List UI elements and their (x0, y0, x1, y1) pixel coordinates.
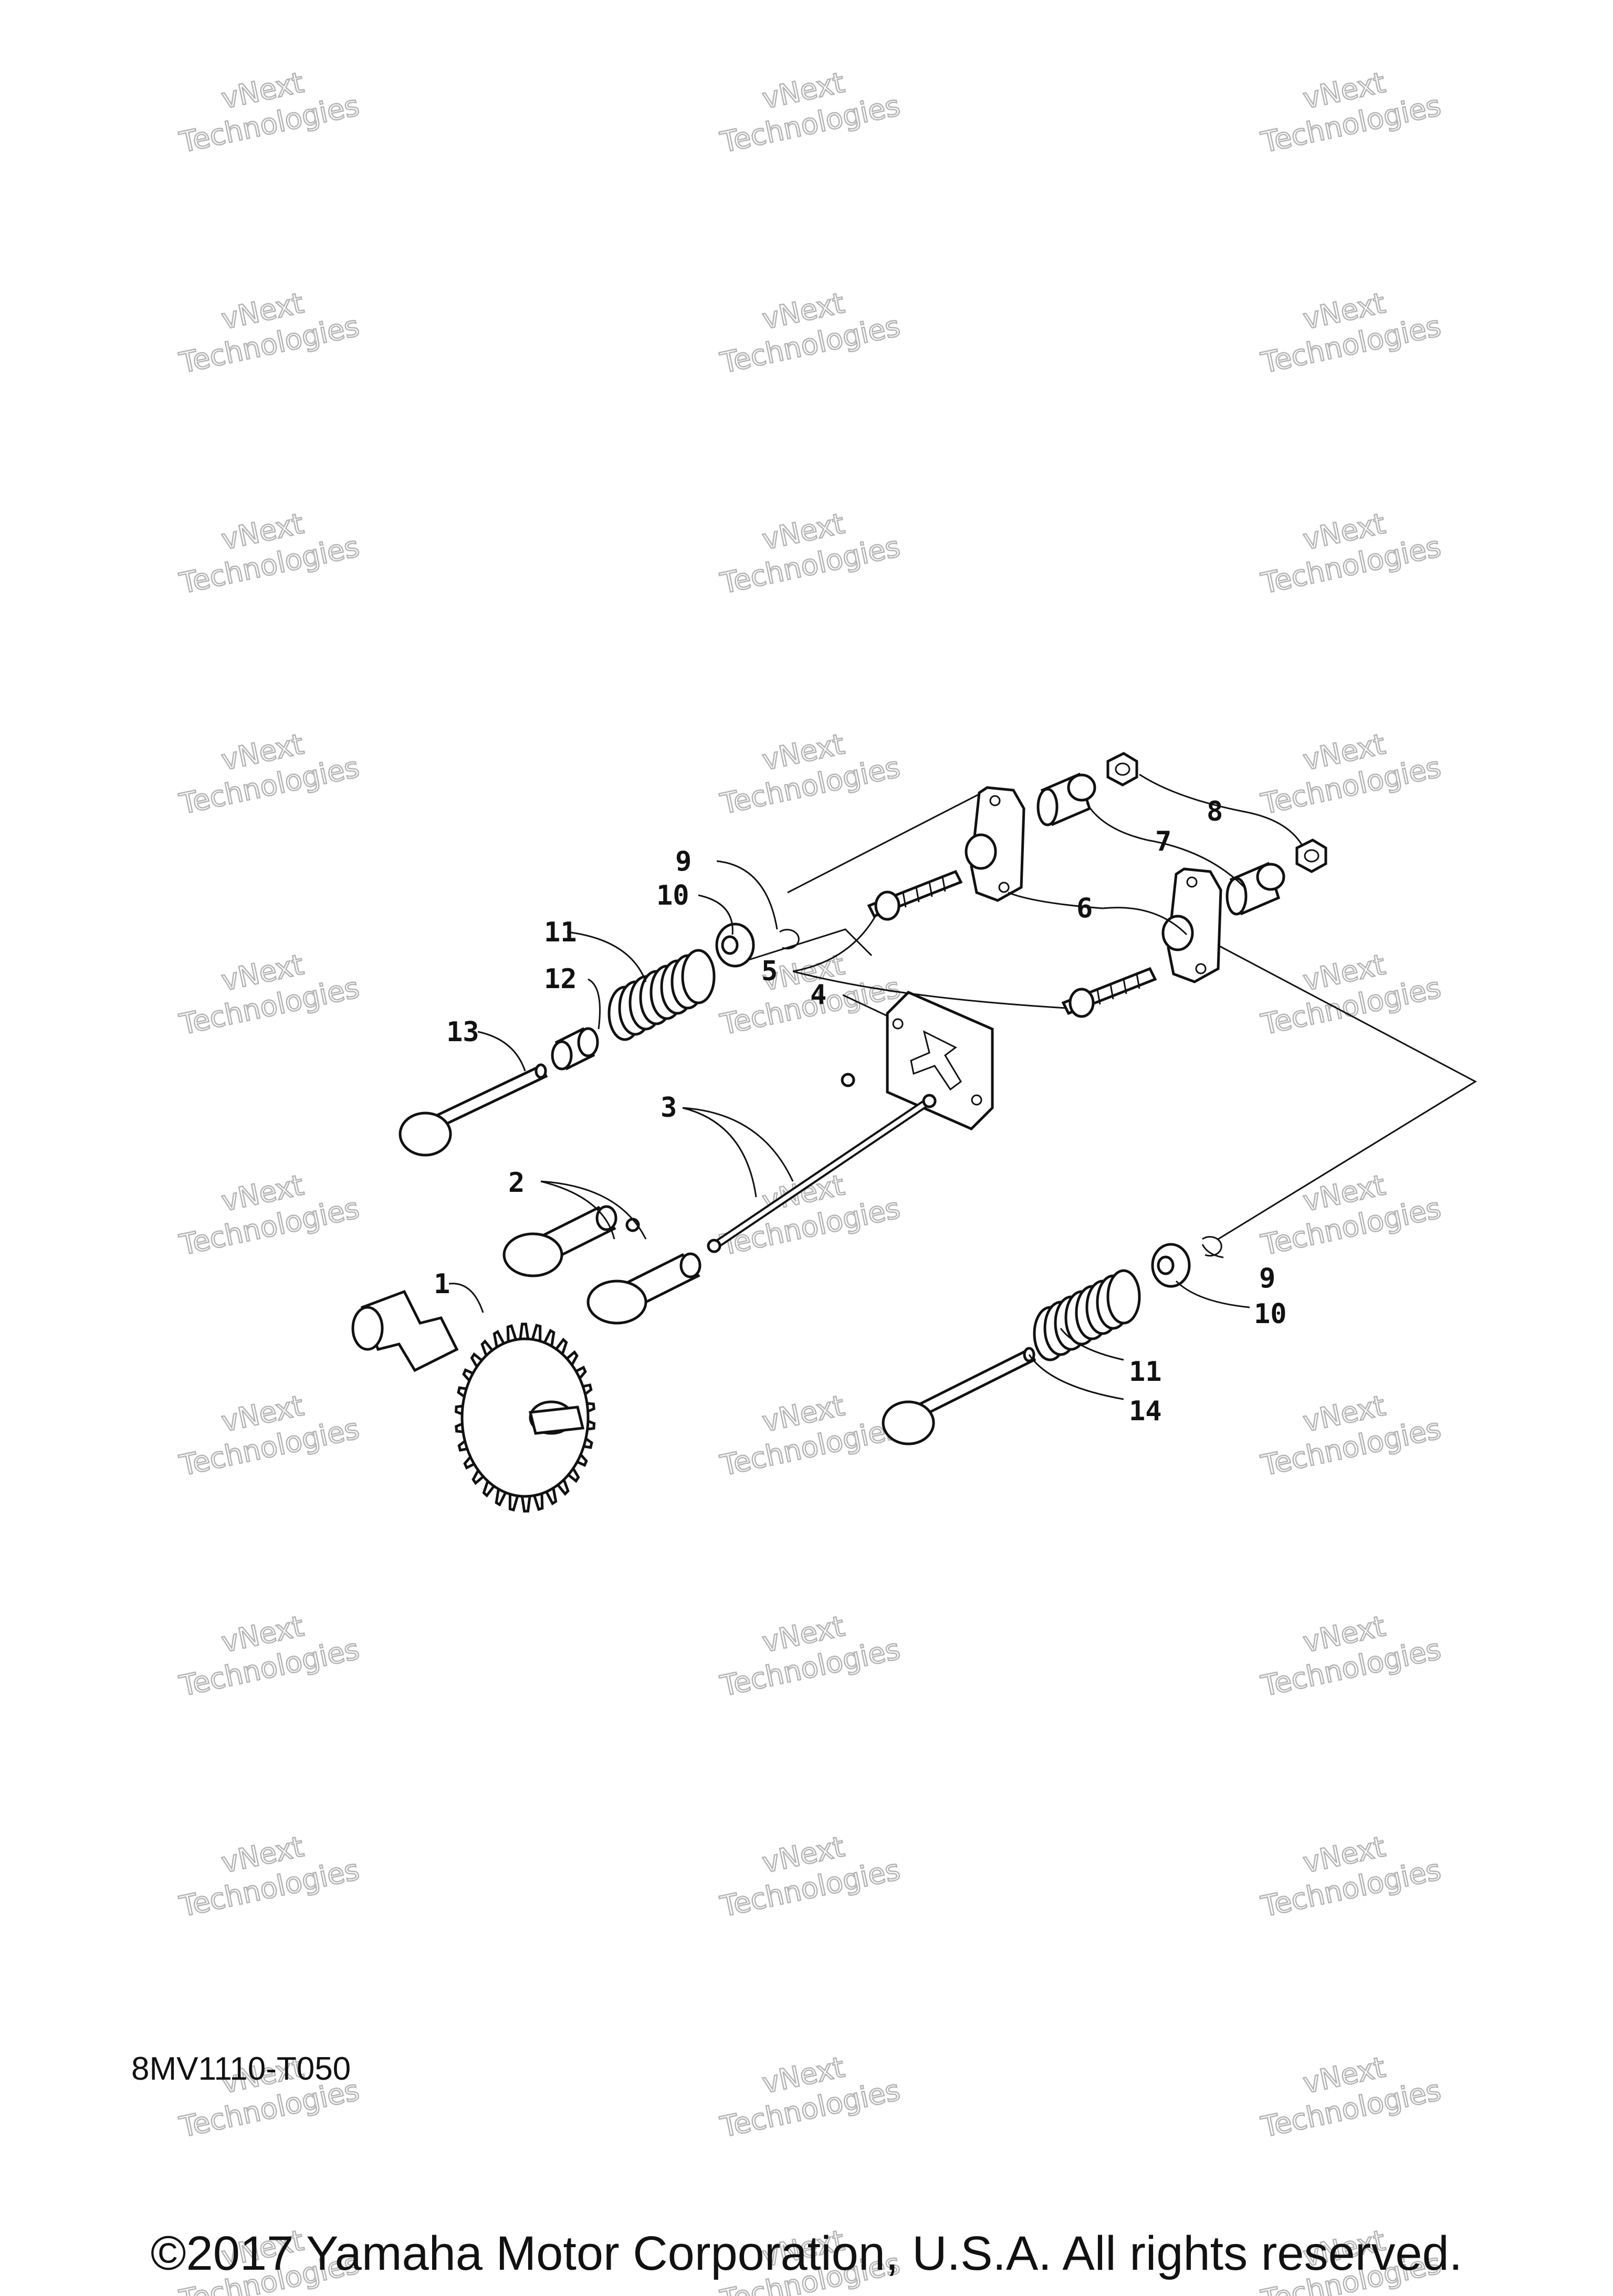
callout-10-lower: 10 (1254, 1298, 1287, 1330)
stud-lower (1061, 967, 1157, 1018)
exhaust-valve (882, 1347, 1036, 1445)
callout-12: 12 (544, 963, 577, 995)
copyright-notice: ©2017 Yamaha Motor Corporation, U.S.A. A… (150, 2227, 1463, 2280)
callout-10: 10 (656, 880, 689, 911)
pivot-upper (1036, 772, 1096, 826)
callout-11: 11 (544, 917, 577, 948)
callout-2: 2 (508, 1167, 525, 1199)
callout-9: 9 (675, 846, 692, 877)
spring-coil (681, 949, 716, 1004)
lifter-upper (502, 1205, 617, 1277)
spring-coil (1106, 1269, 1141, 1325)
stud-upper (867, 869, 963, 921)
diagram-code: 8MV1110-T050 (131, 2051, 351, 2087)
callout-7: 7 (1155, 826, 1171, 857)
callout-13: 13 (446, 1016, 479, 1048)
callout-labels: 1 2 3 4 5 6 7 8 9 10 11 12 13 9 10 11 14 (434, 796, 1287, 1427)
callout-8: 8 (1207, 796, 1223, 827)
valve-spring-upper (608, 949, 716, 1041)
intake-valve (399, 1063, 548, 1157)
rocker-arm-right (1161, 867, 1222, 983)
rocker-arm-left (965, 786, 1025, 902)
valve-keeper-lower (1202, 1236, 1222, 1257)
valve-stem-seal (551, 1027, 599, 1071)
callout-14: 14 (1129, 1396, 1162, 1427)
callout-9-lower: 9 (1259, 1263, 1275, 1294)
spring-retainer-lower (1151, 1243, 1191, 1288)
guide-plate (886, 991, 994, 1130)
callout-6: 6 (1076, 893, 1093, 924)
pivot-lower (1226, 862, 1285, 916)
spring-retainer-upper (715, 922, 755, 968)
lifter-lower (586, 1252, 701, 1325)
valve-keeper-upper (779, 929, 800, 950)
callout-4: 4 (810, 979, 826, 1011)
callout-11-lower: 11 (1129, 1356, 1162, 1388)
camshaft-gear (351, 1289, 596, 1513)
nut-upper (1106, 752, 1138, 787)
callout-1: 1 (434, 1268, 450, 1300)
push-rod-lower (707, 1094, 937, 1253)
callout-5: 5 (761, 956, 778, 987)
callout-3: 3 (661, 1092, 677, 1124)
nut-lower (1295, 838, 1327, 873)
leader-lines (448, 773, 1303, 1400)
parts-drawing: 1 2 3 4 5 6 7 8 9 10 11 12 13 9 10 11 14 (351, 752, 1478, 1513)
valve-spring-lower (1033, 1269, 1141, 1361)
